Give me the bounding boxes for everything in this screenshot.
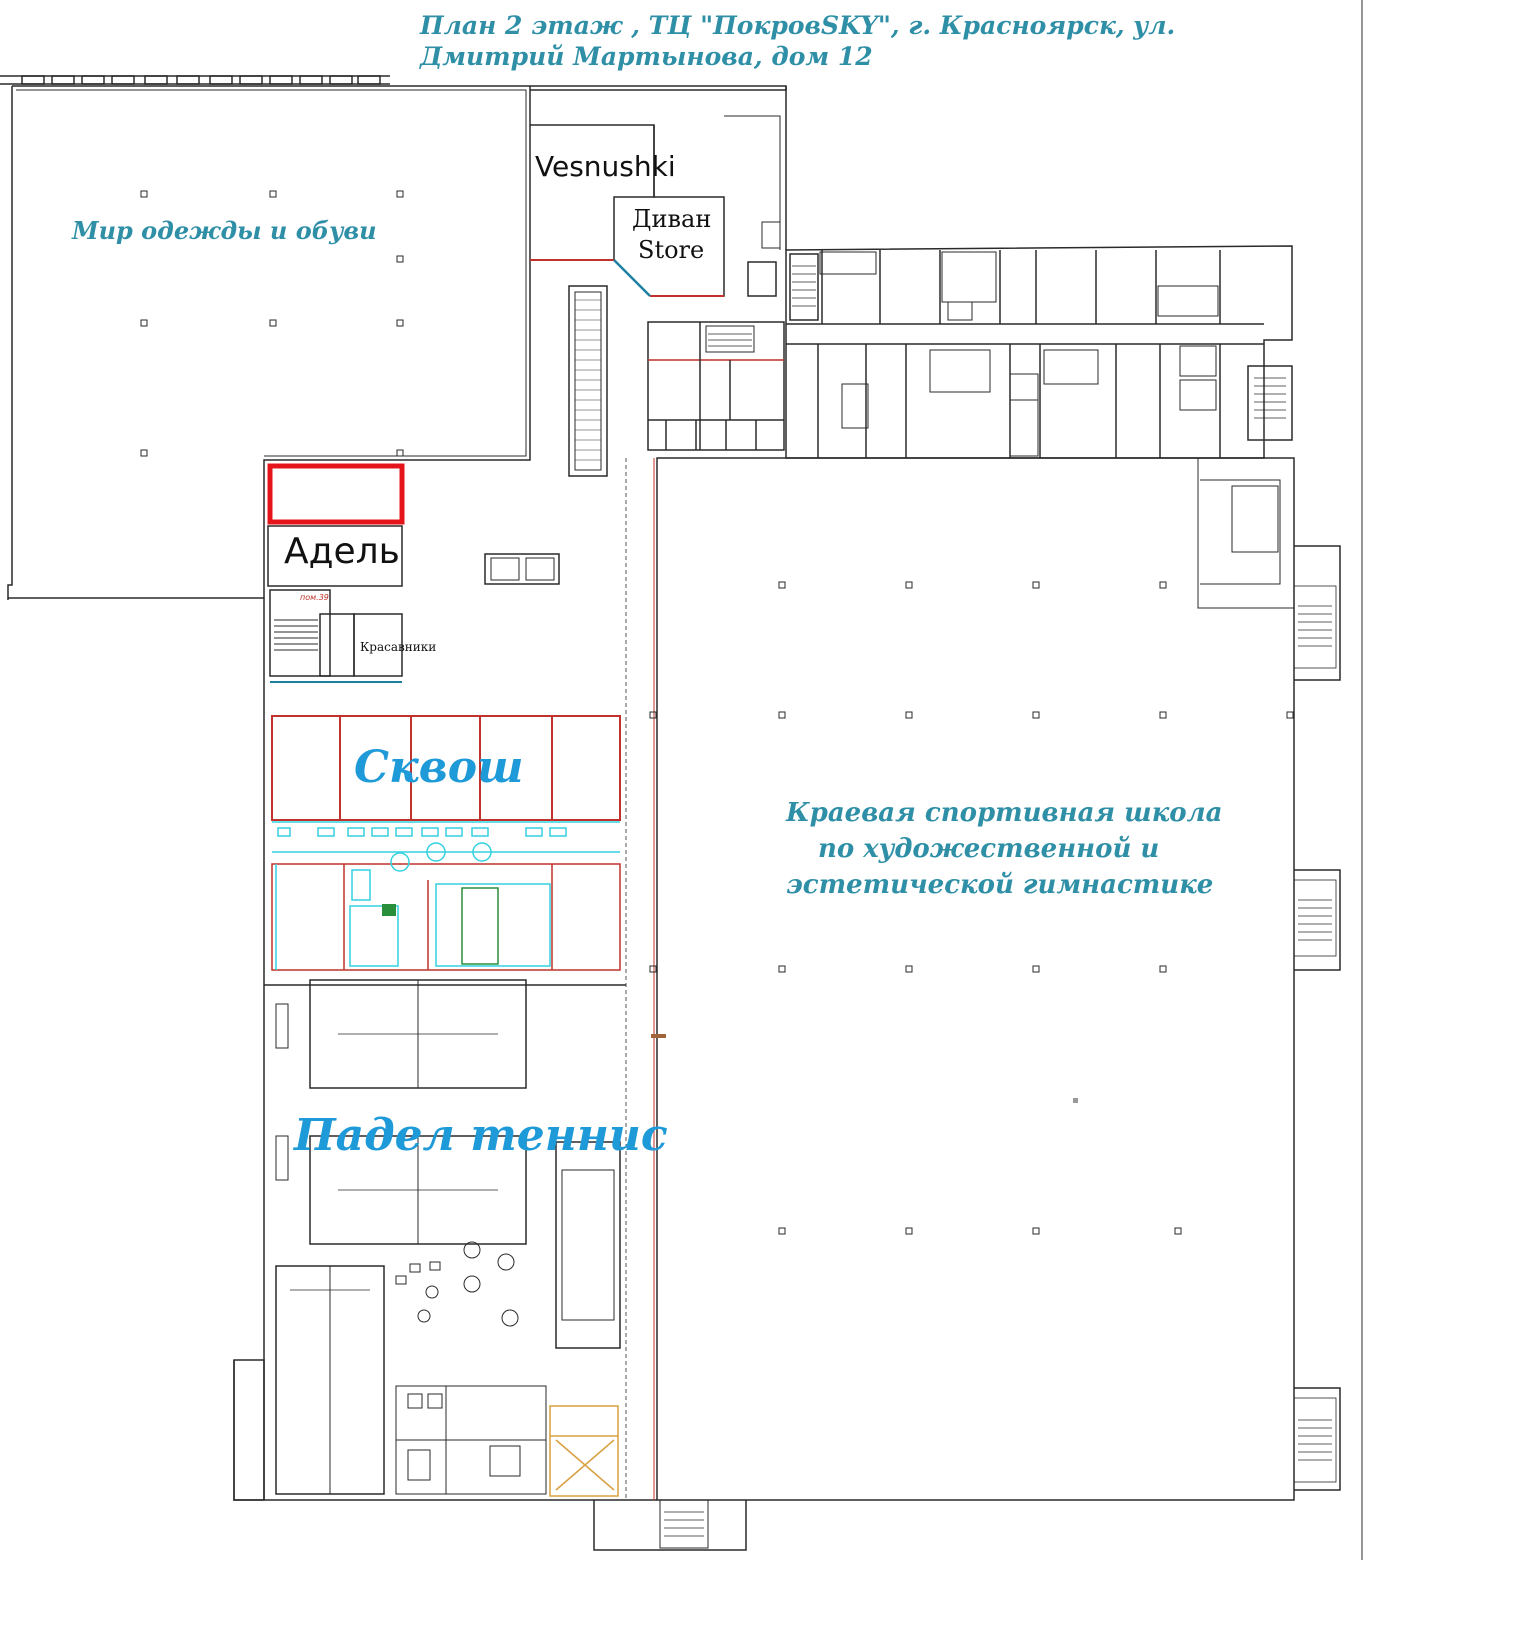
label-school-line2: по художественной и (818, 834, 1160, 864)
label-pom39: пом.39 (300, 593, 329, 602)
label-squash: Сквош (354, 742, 524, 793)
plan-title-line2: Дмитрий Мартынова, дом 12 (420, 42, 873, 71)
plan-title-line1: План 2 этаж , ТЦ "ПокровSKY", г. Красноя… (420, 11, 1176, 40)
label-school-line1: Краевая спортивная школа (786, 798, 1223, 828)
padel-courts (233, 979, 621, 1501)
adel-highlight-box (267, 463, 405, 525)
label-school-line3: эстетической гимнастике (786, 870, 1214, 900)
label-padel: Падел теннис (294, 1110, 668, 1161)
squash-lounge-furniture (272, 821, 620, 970)
elevators (484, 553, 560, 585)
label-divan-1: Диван (632, 205, 712, 233)
store-adel-outline (267, 525, 403, 587)
escalator (568, 285, 608, 477)
label-divan-2: Store (638, 236, 705, 264)
office-block (785, 245, 1293, 459)
label-adel: Адель (284, 531, 400, 572)
label-vesnushki: Vesnushki (535, 150, 676, 183)
squash-courts (271, 715, 621, 821)
label-krasavniki: Красавники (360, 640, 437, 654)
plan-title: План 2 этаж , ТЦ "ПокровSKY", г. Красноя… (420, 10, 1175, 72)
gymnastics-hall-outline (656, 457, 1341, 1501)
label-mir-odezhdy: Мир одежды и обуви (72, 216, 377, 245)
top-facade (0, 75, 390, 85)
